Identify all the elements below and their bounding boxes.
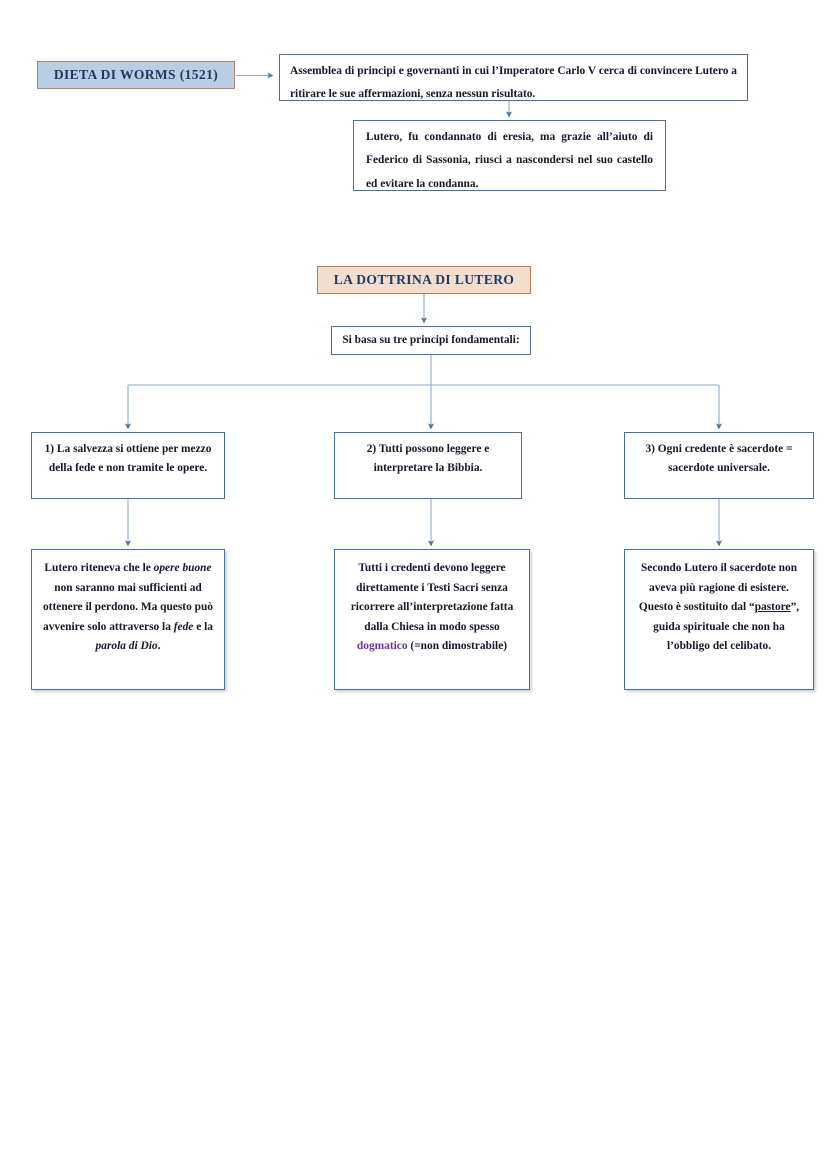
node-explanation-2-text: Tutti i credenti devono leggere direttam…: [350, 562, 514, 653]
node-explanation-3-text: Secondo Lutero il sacerdote non aveva pi…: [638, 562, 800, 653]
node-explanation-3[interactable]: Secondo Lutero il sacerdote non aveva pi…: [624, 549, 814, 690]
node-tre-principi[interactable]: Si basa su tre principi fondamentali:: [331, 326, 531, 355]
node-principle-3-text: 3) Ogni credente è sacerdote = sacerdote…: [645, 443, 793, 475]
node-assemblea[interactable]: Assemblea di principi e governanti in cu…: [279, 54, 748, 101]
node-tre-principi-text: Si basa su tre principi fondamentali:: [342, 333, 520, 346]
node-dottrina-di-lutero[interactable]: LA DOTTRINA DI LUTERO: [317, 266, 531, 294]
node-condanna[interactable]: Lutero, fu condannato di eresia, ma graz…: [353, 120, 666, 191]
node-explanation-1[interactable]: Lutero riteneva che le opere buone non s…: [31, 549, 225, 690]
node-assemblea-text: Assemblea di principi e governanti in cu…: [290, 65, 737, 101]
node-principle-2[interactable]: 2) Tutti possono leggere e interpretare …: [334, 432, 522, 499]
node-principle-1[interactable]: 1) La salvezza si ottiene per mezzo dell…: [31, 432, 225, 499]
node-explanation-1-text: Lutero riteneva che le opere buone non s…: [42, 562, 213, 653]
node-condanna-text: Lutero, fu condannato di eresia, ma graz…: [366, 131, 653, 190]
node-dieta-di-worms[interactable]: DIETA DI WORMS (1521): [37, 61, 235, 89]
node-explanation-2[interactable]: Tutti i credenti devono leggere direttam…: [334, 549, 530, 690]
node-principle-2-text: 2) Tutti possono leggere e interpretare …: [366, 443, 490, 475]
node-dottrina-di-lutero-label: LA DOTTRINA DI LUTERO: [333, 272, 515, 287]
node-principle-1-text: 1) La salvezza si ottiene per mezzo dell…: [44, 443, 212, 475]
node-principle-3[interactable]: 3) Ogni credente è sacerdote = sacerdote…: [624, 432, 814, 499]
node-dieta-di-worms-label: DIETA DI WORMS (1521): [53, 67, 219, 82]
